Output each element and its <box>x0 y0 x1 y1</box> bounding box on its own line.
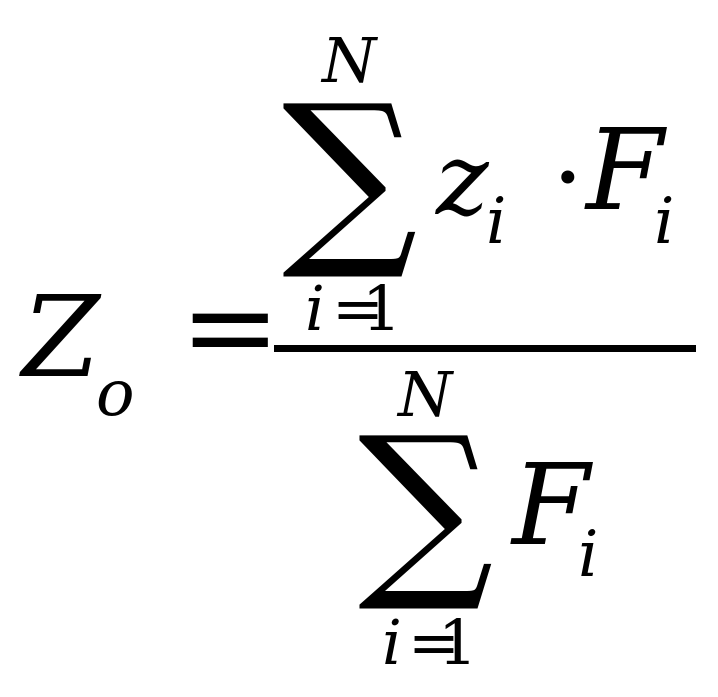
denominator-term-symbol: F <box>512 441 590 571</box>
numerator-term2-subscript: i <box>654 185 675 259</box>
numerator-term2-symbol: F <box>586 106 664 236</box>
denominator-term-subscript: i <box>578 518 599 592</box>
numerator-sum-symbol: ∑ <box>282 64 418 285</box>
denominator-lower-index: i <box>382 606 402 679</box>
numerator-term1-symbol: z <box>436 121 489 238</box>
denominator-lower-equals: = <box>408 606 460 679</box>
equals-sign: = <box>180 258 281 397</box>
numerator-lower-index: i <box>305 272 325 345</box>
lhs-subscript: o <box>96 357 135 431</box>
lhs-symbol: Z <box>22 273 100 403</box>
numerator-lower-value: 1 <box>362 272 402 345</box>
denominator-lower-value: 1 <box>438 606 478 679</box>
numerator-lower-equals: = <box>332 272 384 345</box>
multiply-dot: · <box>552 119 584 236</box>
numerator-term1-subscript: i <box>486 185 507 259</box>
denominator-sum-symbol: ∑ <box>358 396 494 617</box>
numerator-upper-limit: N <box>322 24 377 97</box>
fraction-bar <box>274 345 696 352</box>
denominator-upper-limit: N <box>398 358 453 431</box>
